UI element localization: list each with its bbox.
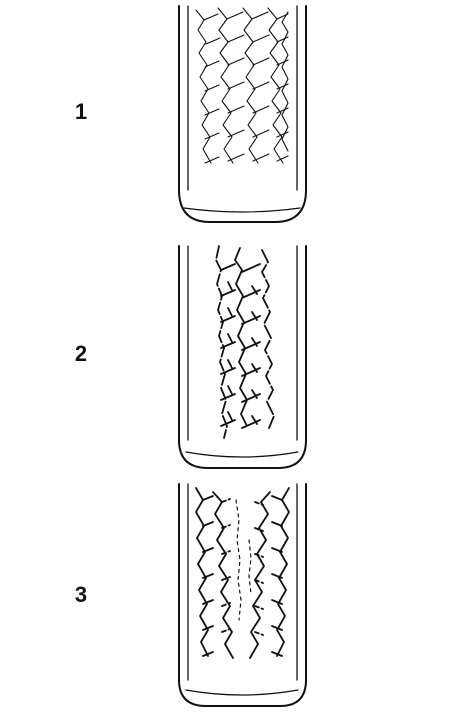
panel-label-3: 3	[74, 582, 88, 607]
tire-3-contact-edge	[185, 689, 299, 696]
panel-label-1: 1	[74, 99, 88, 124]
tire-3-worn-center	[235, 499, 252, 621]
tire-3-tread-right	[249, 487, 290, 659]
tire-1-outline	[178, 5, 307, 223]
tire-2-contact-edge	[185, 451, 299, 458]
tire-2-outline	[178, 245, 307, 469]
tire-3-tread-left	[195, 487, 234, 659]
tire-panel-1	[178, 5, 307, 223]
tire-panel-3	[178, 483, 307, 707]
tire-3-outline	[178, 483, 307, 707]
tire-2-tread	[215, 245, 275, 439]
tire-1-tread	[195, 7, 289, 164]
tire-panel-2	[178, 245, 307, 469]
panel-label-2: 2	[74, 341, 88, 366]
tire-1-contact-edge	[183, 207, 301, 213]
